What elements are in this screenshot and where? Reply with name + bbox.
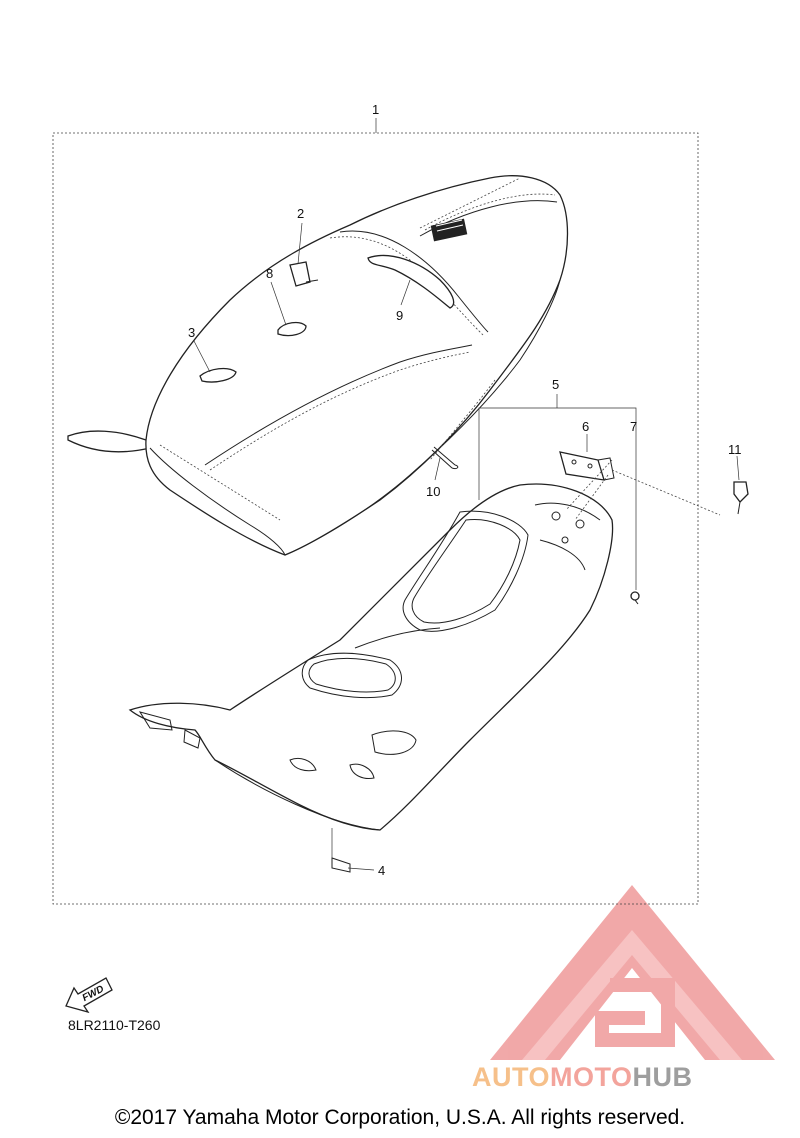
seat-tab (289, 261, 311, 287)
callout-1: 1 (372, 102, 379, 117)
callout-10: 10 (426, 484, 440, 499)
callout-4: 4 (378, 863, 385, 878)
hook-clip (331, 857, 351, 873)
bracket (559, 451, 615, 481)
leader-lines (193, 222, 740, 871)
seat-base-assembly (128, 483, 614, 873)
callout-9: 9 (396, 308, 403, 323)
seat-logo (430, 218, 468, 242)
cotter-pin (431, 446, 459, 470)
callout-7: 7 (630, 419, 637, 434)
nut (630, 591, 640, 605)
copyright-notice: ©2017 Yamaha Motor Corporation, U.S.A. A… (115, 1106, 685, 1129)
callout-8: 8 (266, 266, 273, 281)
bolt (733, 481, 749, 515)
seat-assembly (67, 175, 569, 556)
callout-11: 11 (728, 442, 742, 457)
callout-5: 5 (552, 377, 559, 392)
callout-3: 3 (188, 325, 195, 340)
callout-2: 2 (297, 206, 304, 221)
watermark-brand: AUTOMOTOHUB (472, 1062, 693, 1092)
grab-strap (367, 254, 455, 309)
callout-6: 6 (582, 419, 589, 434)
automotohub-logo (490, 885, 775, 1060)
fwd-arrow-icon: FWD (65, 977, 113, 1014)
seat-label (199, 367, 237, 383)
part-code: 8LR2110-T260 (68, 1017, 161, 1033)
